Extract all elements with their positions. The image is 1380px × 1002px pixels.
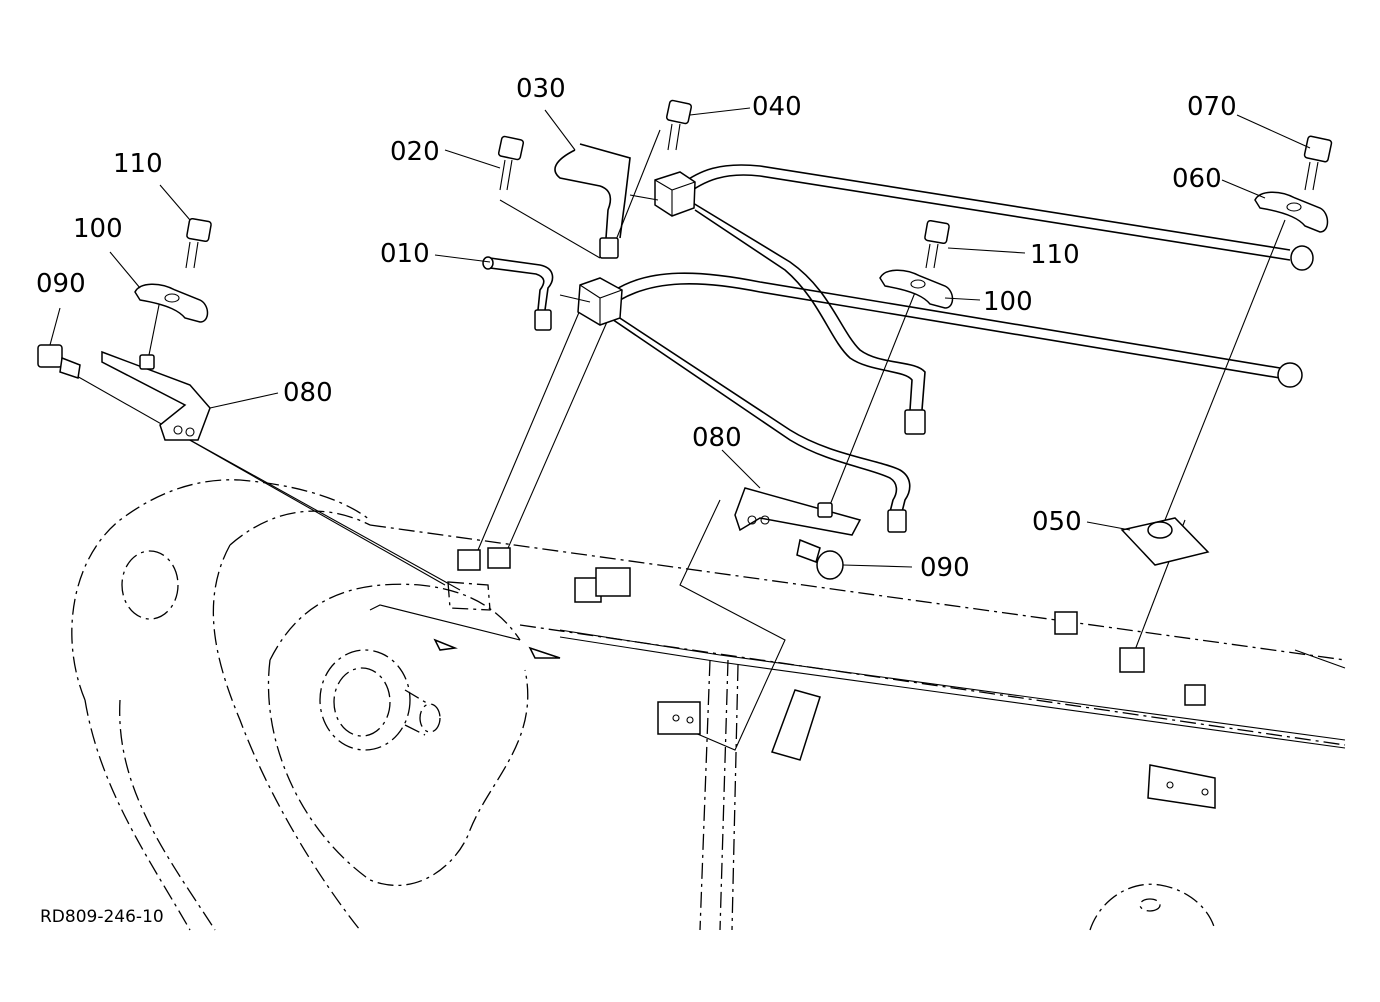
callout-010: 010: [380, 239, 430, 269]
callout-labels: 030 020 040 010 070 060 110 100 090 080 …: [36, 74, 1237, 583]
bolt-020: [497, 135, 525, 191]
bolt-090-left: [37, 344, 81, 379]
bolts: [37, 99, 1333, 580]
callout-050: 050: [1032, 507, 1082, 537]
clamp-plates: [134, 191, 1329, 323]
bolt-090-mid: [796, 538, 844, 580]
callout-070: 070: [1187, 92, 1237, 122]
bolt-110-left: [185, 217, 212, 269]
frame-bosses: [433, 547, 1216, 809]
injection-pipes: [482, 143, 1314, 533]
callout-110-left: 110: [113, 149, 163, 179]
callout-leaders: [49, 107, 1311, 568]
callout-110-right: 110: [1030, 240, 1080, 270]
pipe-clamps: [559, 171, 696, 326]
brackets: [101, 350, 1210, 566]
bolt-110-right: [924, 219, 950, 269]
callout-080-mid: 080: [692, 423, 742, 453]
callout-090-mid: 090: [920, 553, 970, 583]
frame-structure: [71, 479, 1346, 931]
callout-100-left: 100: [73, 214, 123, 244]
callout-060: 060: [1172, 164, 1222, 194]
drawing-code: RD809-246-10: [40, 907, 164, 927]
bolt-070: [1303, 135, 1333, 191]
callout-030: 030: [516, 74, 566, 104]
callout-040: 040: [752, 92, 802, 122]
assembly-lines: [74, 129, 1286, 751]
callout-100-right: 100: [983, 287, 1033, 317]
bolt-040: [665, 99, 693, 151]
callout-090-left: 090: [36, 269, 86, 299]
callout-080-left: 080: [283, 378, 333, 408]
callout-020: 020: [390, 137, 440, 167]
